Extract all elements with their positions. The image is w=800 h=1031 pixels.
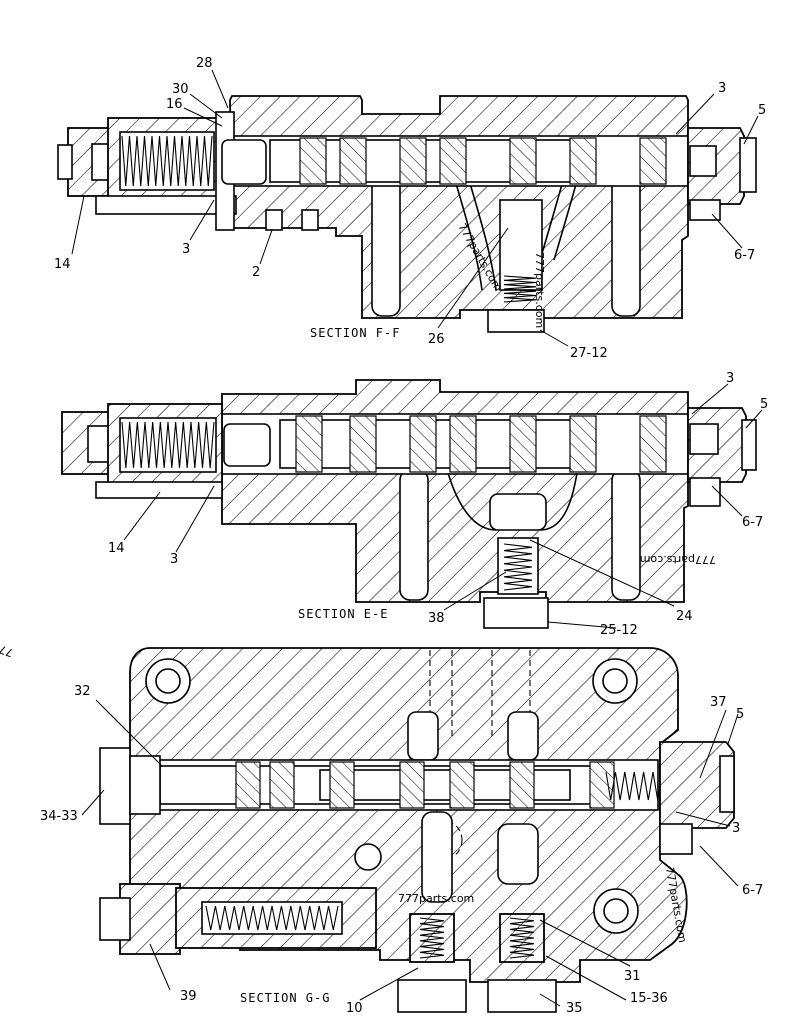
ff-callout-14: 14 (54, 257, 71, 272)
spool-land (589, 761, 615, 809)
spool-land (449, 415, 477, 473)
spool-land (329, 761, 355, 809)
ff-callout-3-left: 3 (182, 242, 190, 257)
spool-land (509, 137, 537, 185)
gg-relief-valve (99, 883, 377, 955)
watermark-4: 777parts (0, 630, 15, 659)
gg-callout-5: 5 (736, 707, 744, 722)
ff-port-right (611, 169, 641, 317)
ee-port-left (399, 469, 429, 601)
ee-callout-5: 5 (760, 397, 768, 412)
spring-coil (121, 135, 213, 187)
watermark-3: 777parts.com (640, 553, 716, 566)
spool-land (399, 761, 425, 809)
spool-land (639, 137, 667, 185)
gg-callout-15-36: 15-36 (630, 991, 668, 1006)
gg-callout-34-33: 34-33 (40, 809, 78, 824)
spool-land (339, 137, 367, 185)
spool-land (509, 415, 537, 473)
gg-check-cartridges (397, 913, 557, 1013)
spool-land (295, 415, 323, 473)
spool-land (399, 137, 427, 185)
watermark-2: 777parts.com (533, 252, 546, 328)
spool-land (569, 137, 597, 185)
ff-callout-2: 2 (252, 265, 260, 280)
ff-callout-6-7: 6-7 (734, 248, 755, 263)
ee-right-cap (687, 407, 757, 507)
ee-callout-24: 24 (676, 609, 693, 624)
watermark-5: 777parts.com (398, 892, 474, 905)
spring-coil (205, 905, 339, 931)
gg-spool (159, 761, 701, 809)
spool-land (439, 137, 467, 185)
ff-section-title: SECTION F-F (310, 326, 400, 340)
ee-spool (279, 415, 667, 473)
spool-land (349, 415, 377, 473)
ee-callout-14: 14 (108, 541, 125, 556)
spool-land (509, 761, 535, 809)
ee-port-right (611, 469, 641, 601)
ff-callout-3-right: 3 (718, 81, 726, 96)
ff-bolt-2 (301, 209, 319, 231)
gg-callout-6-7: 6-7 (742, 883, 763, 898)
ee-callout-38: 38 (428, 611, 445, 626)
spool-land (569, 415, 597, 473)
ff-relief-cartridge (487, 199, 545, 333)
spring-coil (503, 275, 537, 303)
spool-land (235, 761, 261, 809)
gg-left-end (99, 747, 161, 825)
ff-callout-30: 30 (172, 82, 189, 97)
gg-callout-37: 37 (710, 695, 727, 710)
gg-callout-10: 10 (346, 1001, 363, 1016)
section-ff: SECTION F-F 28 30 16 3 5 14 3 2 6-7 26 2… (54, 56, 766, 361)
ee-check-cartridge (483, 537, 549, 629)
ff-callout-28: 28 (196, 56, 213, 71)
ff-passage-1 (451, 169, 483, 291)
ff-callout-16: 16 (166, 97, 183, 112)
section-ee: SECTION E-E 3 5 6-7 14 3 38 24 25-12 777… (0, 371, 768, 659)
ff-passage-2 (465, 169, 497, 291)
ff-right-cap (687, 127, 757, 221)
gg-section-title: SECTION G-G (240, 991, 330, 1005)
ee-section-title: SECTION E-E (298, 607, 388, 621)
spool-land (299, 137, 327, 185)
spool-land (449, 761, 475, 809)
ee-callout-25-12: 25-12 (600, 623, 638, 638)
ee-callout-3-left: 3 (170, 552, 178, 567)
ff-callout-27-12: 27-12 (570, 346, 608, 361)
section-gg: SECTION G-G 32 37 5 34-33 3 6-7 31 39 10… (40, 647, 763, 1016)
gg-right-cap (659, 741, 735, 855)
ff-port-left (371, 169, 401, 317)
spring-coil (503, 543, 533, 591)
ee-callout-6-7: 6-7 (742, 515, 763, 530)
ff-spool (269, 137, 667, 185)
ff-bolt-1 (265, 209, 283, 231)
gg-callout-3: 3 (732, 821, 740, 836)
ff-callout-5: 5 (758, 103, 766, 118)
ff-left-spring-cap (57, 111, 267, 231)
gg-callout-39: 39 (180, 989, 197, 1004)
gg-callout-32: 32 (74, 684, 91, 699)
gg-hidden-passages (429, 650, 531, 740)
spring-coil (509, 917, 535, 959)
ee-callout-3-right: 3 (726, 371, 734, 386)
spring-coil (121, 421, 215, 469)
gg-port-circle (354, 843, 382, 871)
gg-callout-31: 31 (624, 969, 641, 984)
gg-callout-35: 35 (566, 1001, 583, 1016)
ee-passage-2 (539, 465, 579, 531)
spool-land (409, 415, 437, 473)
ee-pocket (489, 493, 547, 531)
ee-passage-1 (445, 465, 497, 531)
spool-land (269, 761, 295, 809)
spool-land (639, 415, 667, 473)
spring-coil (419, 917, 445, 959)
ee-left-spring-cap (61, 403, 271, 499)
ff-callout-26: 26 (428, 332, 445, 347)
